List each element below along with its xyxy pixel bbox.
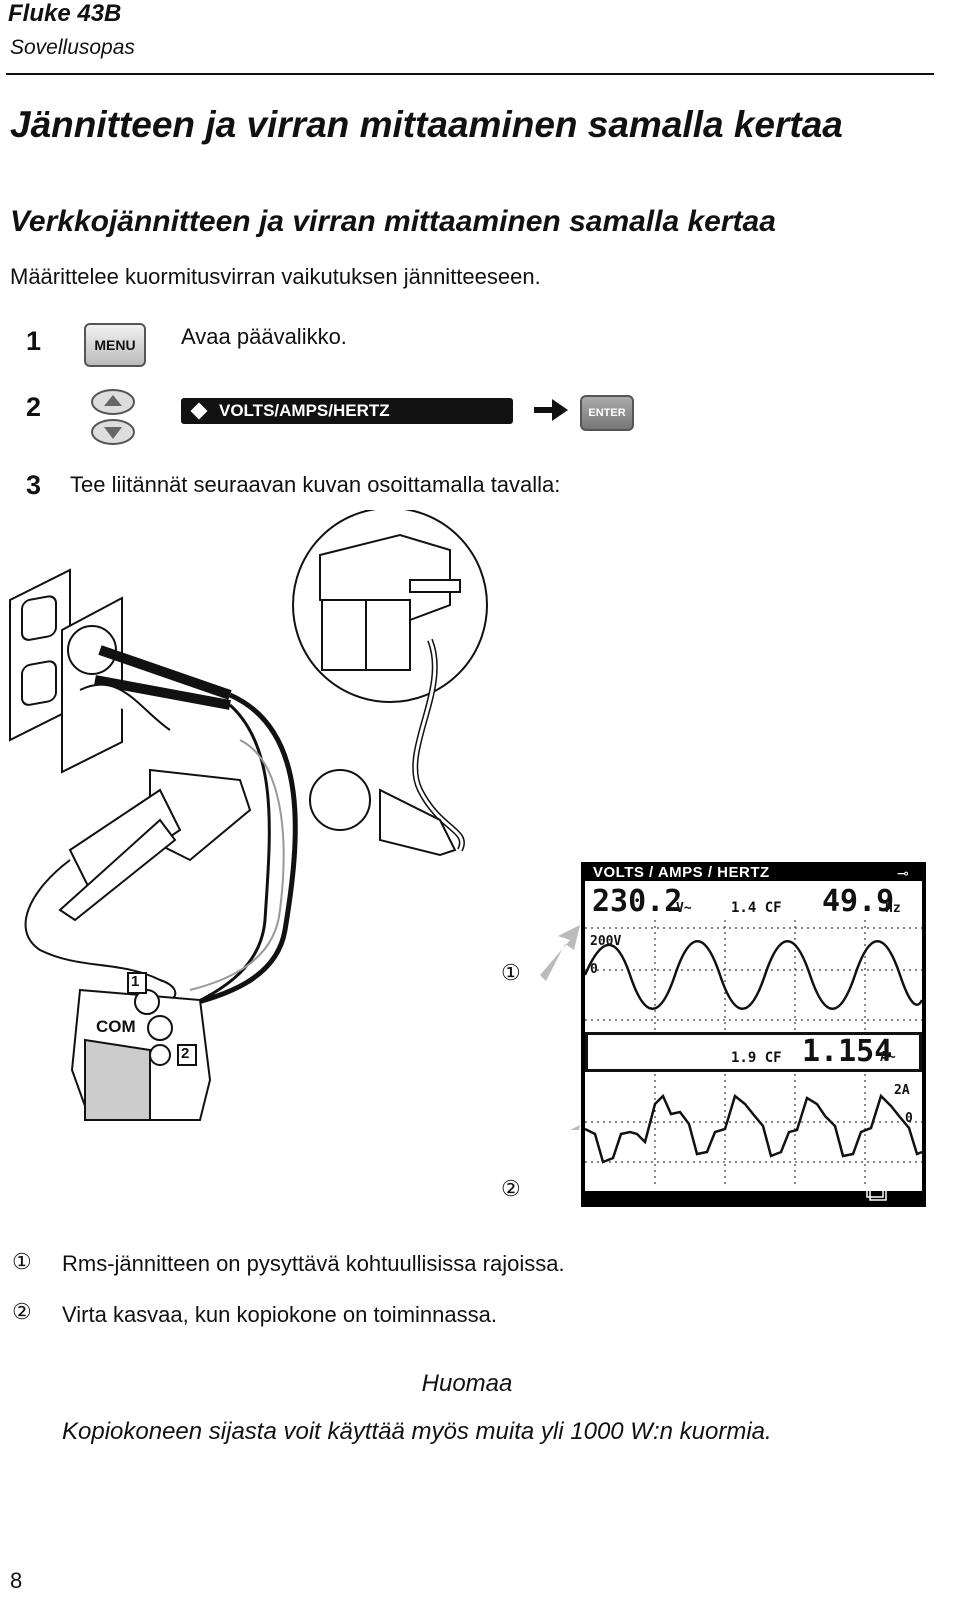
- frequency-reading: 49.9: [822, 884, 895, 919]
- subsection-heading: Verkkojännitteen ja virran mittaaminen s…: [10, 205, 776, 238]
- current-reading: 1.154: [802, 1034, 893, 1069]
- scope-mode-title: VOLTS / AMPS / HERTZ: [593, 864, 770, 881]
- step-number: 1: [26, 326, 42, 356]
- callout-marker-1: ①: [501, 960, 521, 985]
- meter-com-label: COM: [96, 1017, 136, 1036]
- voltage-zero: 0: [590, 962, 598, 977]
- current-zero: 0: [905, 1111, 913, 1126]
- arrow-up-down-keys[interactable]: [90, 389, 136, 452]
- callout-marker-1: ①: [12, 1249, 32, 1274]
- enter-key[interactable]: ENTER: [580, 395, 634, 431]
- intro-text: Määrittelee kuormitusvirran vaikutuksen …: [10, 264, 541, 289]
- voltage-unit: V~: [676, 901, 692, 916]
- current-unit: A~: [880, 1050, 896, 1065]
- step-text: Avaa päävalikko.: [181, 324, 347, 349]
- current-readout-box: [585, 1032, 922, 1072]
- note-text: Kopiokoneen sijasta voit käyttää myös mu…: [62, 1418, 772, 1445]
- document-subtitle: Sovellusopas: [10, 36, 135, 59]
- current-waveform: [584, 1074, 923, 1191]
- step-number: 3: [26, 470, 42, 500]
- callout-text-1: Rms-jännitteen on pysyttävä kohtuullisis…: [62, 1251, 565, 1276]
- selection-diamond-icon: [190, 402, 208, 420]
- menu-key[interactable]: MENU: [84, 323, 146, 367]
- note-heading: Huomaa: [421, 1370, 513, 1397]
- callout-marker-2: ②: [501, 1176, 521, 1201]
- callout-text-2: Virta kasvaa, kun kopiokone on toiminnas…: [62, 1302, 497, 1327]
- header-rule: [6, 73, 934, 75]
- frequency-unit: Hz: [885, 901, 901, 916]
- section-heading: Jännitteen ja virran mittaaminen samalla…: [10, 104, 843, 145]
- current-range: 2A: [894, 1083, 910, 1098]
- step-number: 2: [26, 392, 42, 422]
- arrow-right-icon: [534, 398, 568, 427]
- callout-marker-2: ②: [12, 1299, 32, 1324]
- power-plug-icon: ⊸: [897, 865, 909, 881]
- voltage-crest-factor: 1.4 CF: [731, 900, 782, 916]
- step-text: Tee liitännät seuraavan kuvan osoittamal…: [70, 472, 561, 497]
- document-title: Fluke 43B: [8, 0, 122, 27]
- menu-icon: [866, 1186, 888, 1207]
- connection-illustration: [0, 507, 580, 1181]
- voltage-waveform: [583, 920, 924, 1037]
- meter-input2-label: 2: [181, 1045, 190, 1062]
- menu-item-volts-amps-hertz[interactable]: VOLTS/AMPS/HERTZ: [181, 398, 513, 424]
- voltage-reading: 230.2: [592, 884, 683, 919]
- meter-input1-label: 1: [131, 973, 140, 990]
- page-number: 8: [10, 1568, 23, 1593]
- current-crest-factor: 1.9 CF: [731, 1050, 782, 1066]
